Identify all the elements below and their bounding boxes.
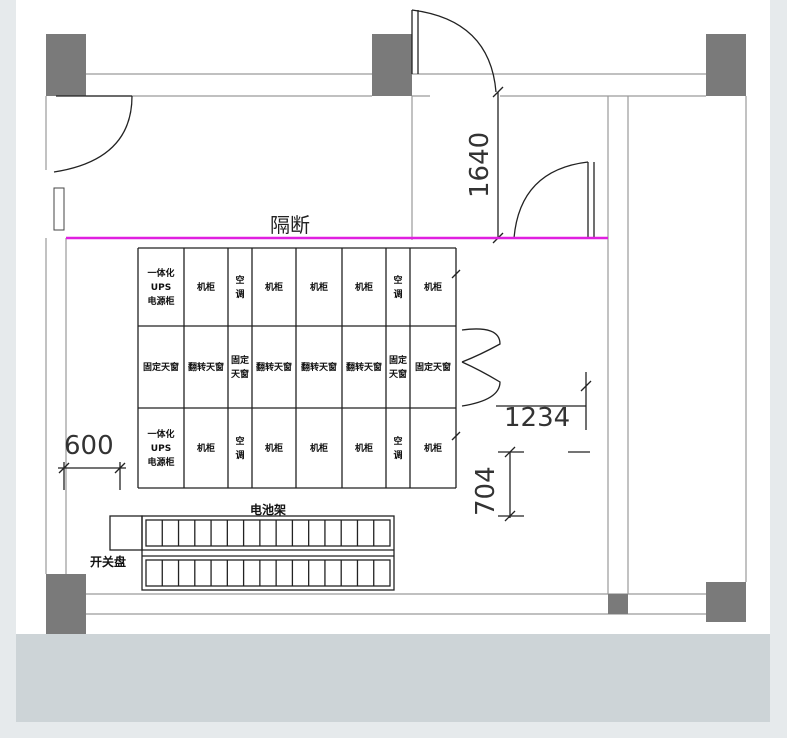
dimension-704: 704 [471,466,501,516]
rack-cell-label: 机柜 [424,281,442,293]
rack-cell-label: 机柜 [310,281,328,293]
rack-cell-label: 固定天窗 [231,354,250,380]
battery-row-top [145,519,391,547]
footer-band [16,634,770,722]
rack-cell-label: 机柜 [424,442,442,454]
walls [45,73,747,615]
doors [53,9,595,244]
dimension-600: 600 [64,431,114,461]
dimension-1640: 1640 [465,132,495,198]
partition-label: 隔断 [270,213,310,237]
rack-cell-label: 机柜 [197,442,215,454]
dimension-600-group: 600 [58,431,126,490]
rack-cell-label: 空调 [393,274,402,300]
structural-columns [46,34,746,634]
rack-cell-label: 固定天窗 [143,361,179,373]
switch-board-label: 开关盘 [90,554,126,569]
rack-cell-label: 机柜 [265,281,283,293]
dimension-1234: 1234 [504,403,570,433]
rack-cell-label: 机柜 [197,281,215,293]
battery-rack-label: 电池架 [250,502,286,517]
rack-cell-label: 机柜 [265,442,283,454]
battery-row-bottom [145,559,391,587]
battery-row-frame [145,519,391,547]
rack-cell-label: 固定天窗 [389,354,408,380]
rack-cell-label: 空调 [235,435,244,461]
dimension-704-group: 704 [471,446,590,522]
rack-cell-label: 机柜 [355,281,373,293]
rack-cell-label: 翻转天窗 [256,361,292,373]
battery-row-frame [145,559,391,587]
rack-cell-label: 翻转天窗 [346,361,382,373]
rack-cell-label: 机柜 [355,442,373,454]
rack-cell-label: 翻转天窗 [188,361,224,373]
rack-door [461,328,501,407]
dimension-1234-group: 1234 [496,372,592,433]
rack-cell-label: 机柜 [310,442,328,454]
rack-tick-mark [451,431,461,441]
rack-cell-label: 空调 [393,435,402,461]
battery-area: 电池架 开关盘 [90,502,395,591]
rack-cell-label: 空调 [235,274,244,300]
rack-tick-mark [451,269,461,279]
rack-cell-label: 固定天窗 [415,361,451,373]
rack-cell-label: 翻转天窗 [301,361,337,373]
